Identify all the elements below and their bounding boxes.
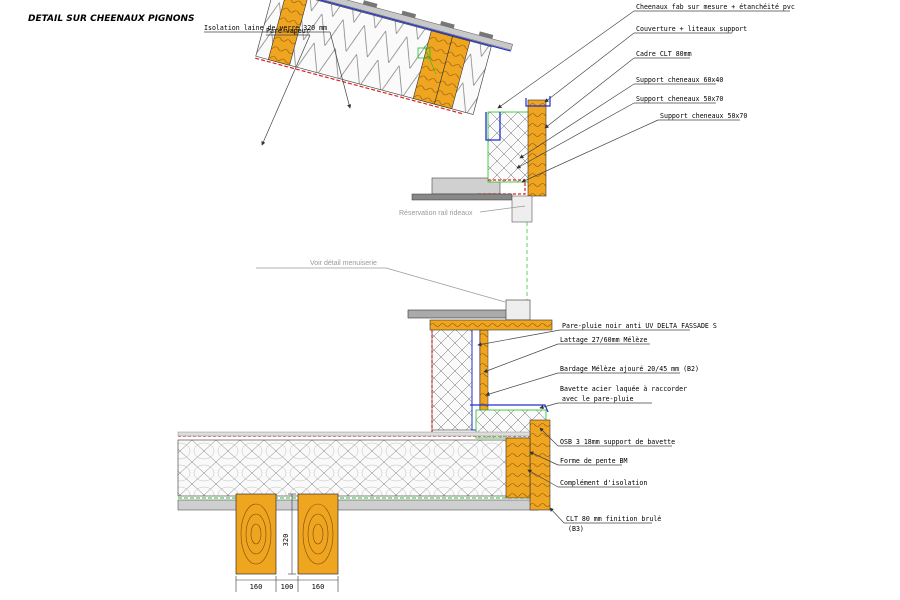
wall-insulation	[431, 324, 473, 431]
label-lattage: Lattage 27/60mm Mélèze	[560, 336, 647, 344]
label-voir-detail: Voir détail menuiserie	[310, 260, 377, 267]
gutter-assembly	[411, 45, 551, 300]
gutter-front-board	[527, 99, 547, 197]
dimensions: 320 160 100 160	[235, 493, 339, 592]
label-osb: OSB 3 18mm support de bavette	[560, 438, 675, 446]
label-isolation: Isolation laine de verre 320 mm	[204, 24, 327, 32]
dim-height: 320	[282, 534, 290, 547]
label-forme-pente: Forme de pente BM	[560, 457, 628, 465]
dim-width-3: 160	[312, 583, 325, 591]
label-bardage: Bardage Mélèze ajouré 20/45 mm (B2)	[560, 365, 699, 373]
label-clt-brule: CLT 80 mm finition brulé	[566, 515, 661, 523]
rafter-left	[267, 0, 309, 66]
label-clt-brule-2: (B3)	[568, 525, 584, 533]
dim-width-1: 160	[250, 583, 263, 591]
label-complement: Complément d'isolation	[560, 479, 647, 487]
clt-edge-board	[529, 419, 551, 511]
labels-right-top: Cheenaux fab sur mesure + étanchéité pvc…	[497, 3, 795, 183]
drawing-title: DETAIL SUR CHEENAUX PIGNONS	[28, 14, 195, 24]
wall-floor-section	[177, 319, 553, 575]
roof-section	[255, 0, 513, 115]
label-reservation: Réservation rail rideaux	[399, 210, 473, 217]
labels-left: Pare-vapeur Isolation laine de verre 320…	[204, 24, 526, 303]
label-pare-pluie: Pare-pluie noir anti UV DELTA FASSADE S	[562, 322, 717, 330]
wall-top-plate	[429, 319, 553, 331]
label-support-60x40: Support cheneaux 60x40	[636, 76, 723, 84]
slope-form	[505, 437, 531, 499]
roof-covering	[274, 0, 513, 51]
label-support-50x70-a: Support cheneaux 50x70	[636, 95, 723, 103]
label-bavette: Bavette acier laquée à raccorder	[560, 385, 687, 393]
window-head	[407, 299, 531, 321]
label-cadre-clt: Cadre CLT 80mm	[636, 50, 692, 58]
joist-left	[235, 493, 277, 575]
label-couverture: Couverture + liteaux support	[636, 25, 747, 33]
floor-insulation	[177, 439, 509, 497]
labels-right-bottom: Pare-pluie noir anti UV DELTA FASSADE S …	[477, 322, 717, 533]
cladding-battens	[479, 329, 489, 411]
joist-right	[297, 493, 339, 575]
dim-width-2: 100	[281, 583, 294, 591]
label-bavette-2: avec le pare-pluie	[562, 395, 633, 403]
label-cheneaux-fab: Cheenaux fab sur mesure + étanchéité pvc	[636, 3, 795, 11]
label-support-50x70-b: Support cheneaux 50x70	[660, 112, 747, 120]
label-pare-vapeur: Pare-vapeur	[266, 27, 310, 35]
